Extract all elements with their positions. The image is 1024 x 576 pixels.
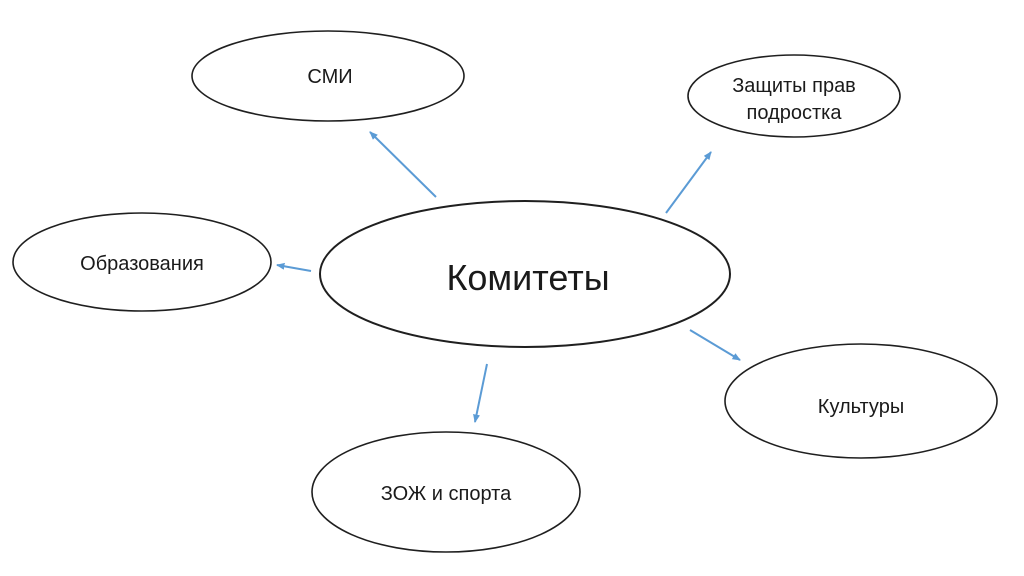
node-smi-label: СМИ: [307, 66, 352, 88]
node-obrazovaniya: Образования: [12, 212, 272, 312]
node-smi-ellipse: [191, 30, 465, 122]
node-smi: СМИ: [191, 30, 465, 122]
node-zashchity-label-line1: Защиты прав: [732, 75, 856, 97]
node-komitety-ellipse: [319, 200, 731, 348]
node-komitety: Комитеты: [319, 200, 731, 348]
edges: [276, 131, 741, 423]
node-zashchity-label-line2: подростка: [747, 102, 843, 124]
node-kultury-label: Культуры: [818, 396, 904, 418]
node-obrazovaniya-ellipse: [12, 212, 272, 312]
node-zozh-ellipse: [311, 431, 581, 553]
arrow-center-to-kultury: [689, 329, 741, 361]
arrow-center-to-smi: [369, 131, 437, 198]
node-obrazovaniya-label: Образования: [80, 253, 204, 275]
node-zozh-i-sporta: ЗОЖ и спорта: [311, 431, 581, 553]
node-komitety-label: Комитеты: [446, 257, 609, 298]
arrow-center-to-zozh: [473, 363, 488, 423]
node-kultury-ellipse: [724, 343, 998, 459]
node-kultury: Культуры: [724, 343, 998, 459]
node-zashchity-ellipse: [687, 54, 901, 138]
node-zashchity-prav-podrostka: Защиты прав подростка: [687, 54, 901, 138]
node-zozh-label: ЗОЖ и спорта: [381, 483, 512, 505]
arrow-center-to-obrazovaniya: [276, 262, 312, 272]
arrow-center-to-zashchity: [665, 151, 712, 214]
